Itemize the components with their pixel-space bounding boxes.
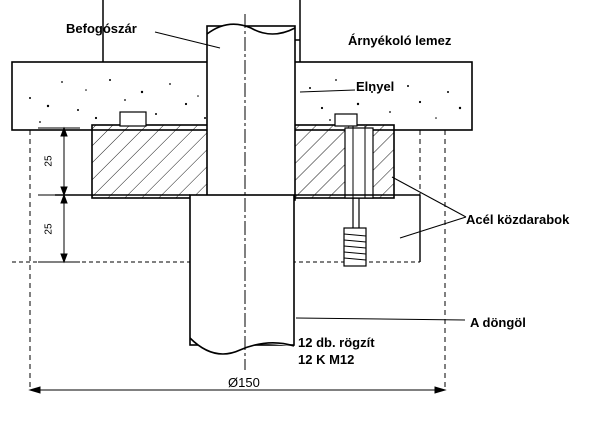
- label-elnyel: Elnyel: [356, 79, 395, 94]
- label-acel-kozdarabok: Acél közdarabok: [466, 212, 570, 227]
- dimension-lower-height: 25: [43, 223, 55, 235]
- label-dongol: A döngöl: [470, 315, 526, 330]
- fixing-bolt: [343, 198, 367, 267]
- clamping-shaft: [206, 23, 296, 201]
- leader-lines: [154, 31, 467, 321]
- dimension-lines: [28, 126, 447, 394]
- rammer-shaft: [189, 194, 295, 355]
- label-arnyekolo-lemez: Árnyékoló lemez: [348, 33, 452, 48]
- dimension-upper-height: 25: [43, 155, 55, 167]
- label-rogzit-spec: 12 K M12: [298, 352, 355, 367]
- label-befogoszar: Befogószár: [66, 21, 137, 36]
- hidden-outline: [29, 130, 446, 390]
- label-rogzit-count: 12 db. rögzít: [298, 335, 375, 350]
- dimension-diameter: Ø150: [228, 375, 260, 390]
